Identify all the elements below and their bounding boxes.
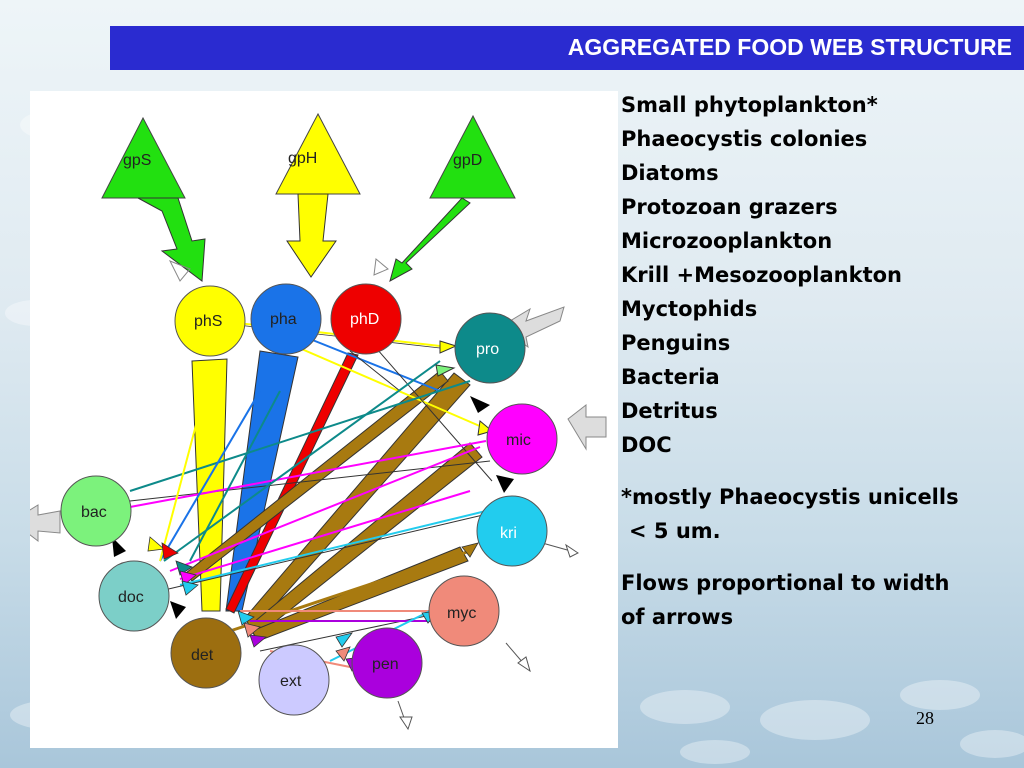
node-ext: ext — [258, 644, 330, 716]
node-label-pen: pen — [372, 656, 399, 673]
legend-line: Diatoms — [621, 161, 719, 185]
node-label-mic: mic — [506, 432, 531, 449]
node-label-phD: phD — [350, 311, 379, 328]
source-gpD: gpD — [429, 114, 516, 199]
source-gpH: gpH — [275, 112, 361, 195]
food-web-svg: gpS gpH gpD — [30, 112, 607, 731]
legend-line: Small phytoplankton* — [621, 93, 878, 117]
legend-line: Phaeocystis colonies — [621, 127, 868, 151]
node-pen: pen — [351, 627, 423, 699]
node-label-myc: myc — [447, 605, 476, 622]
node-label-kri: kri — [500, 525, 517, 542]
node-label-det: det — [191, 647, 214, 664]
arrowhead-gpS — [168, 260, 191, 282]
page-number: 28 — [916, 708, 934, 728]
flow-gpH-pha — [286, 193, 337, 278]
node-mic: mic — [486, 403, 558, 475]
node-label-bac: bac — [81, 504, 107, 521]
node-myc: myc — [428, 575, 500, 647]
legend: Small phytoplankton* Phaeocystis colonie… — [621, 88, 1016, 634]
source-gpS: gpS — [101, 116, 186, 199]
export-bac — [30, 504, 61, 543]
flow-pro-doc — [185, 370, 449, 582]
node-phD: phD — [330, 283, 402, 355]
node-label-ext: ext — [280, 673, 302, 690]
note-line-1: Flows proportional to width — [621, 571, 950, 595]
node-label-gpS: gpS — [123, 152, 151, 169]
arrowhead-gpD — [373, 258, 389, 276]
node-label-pha: pha — [270, 311, 297, 328]
node-label-gpD: gpD — [453, 152, 482, 169]
export-mic — [567, 403, 607, 451]
food-web-diagram: gpS gpH gpD — [30, 91, 618, 748]
node-bac: bac — [60, 475, 132, 547]
node-det: det — [170, 617, 242, 689]
flow-gpS-phS — [137, 197, 206, 282]
legend-line: Penguins — [621, 331, 731, 355]
node-kri: kri — [476, 495, 548, 567]
node-label-pro: pro — [476, 341, 499, 358]
legend-line: Microzooplankton — [621, 229, 833, 253]
legend-line: Protozoan grazers — [621, 195, 838, 219]
legend-line: Bacteria — [621, 365, 720, 389]
legend-line: Detritus — [621, 399, 718, 423]
slide-title: AGGREGATED FOOD WEB STRUCTURE — [567, 34, 1012, 60]
node-label-gpH: gpH — [288, 150, 317, 167]
node-doc: doc — [98, 560, 170, 632]
legend-line: DOC — [621, 433, 672, 457]
node-label-phS: phS — [194, 313, 222, 330]
legend-line: Krill +Mesozooplankton — [621, 263, 903, 287]
flow-gpD-phD — [389, 197, 471, 283]
node-pha: pha — [250, 283, 322, 355]
node-pro: pro — [454, 312, 526, 384]
footnote-line-2: < 5 um. — [629, 519, 721, 543]
node-phS: phS — [174, 285, 246, 357]
note-line-2: of arrows — [621, 605, 734, 629]
node-label-doc: doc — [118, 589, 144, 606]
title-bar: AGGREGATED FOOD WEB STRUCTURE — [110, 26, 1024, 70]
footnote-line-1: *mostly Phaeocystis unicells — [621, 485, 959, 509]
legend-line: Myctophids — [621, 297, 758, 321]
